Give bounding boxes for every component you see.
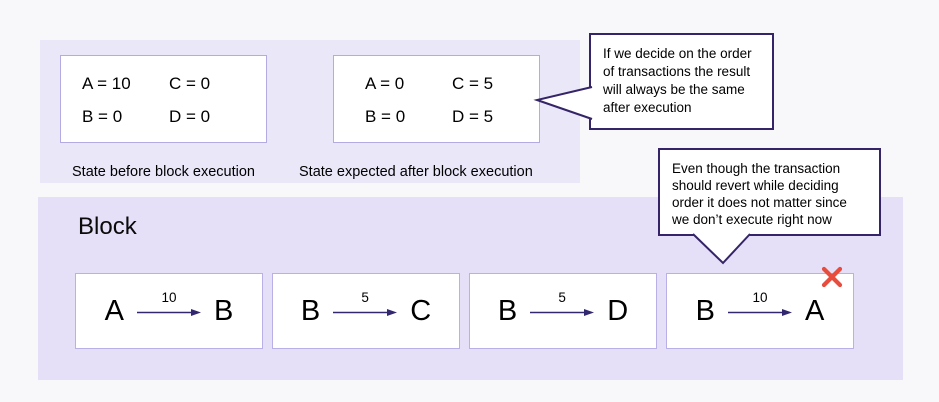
transfer-amount: 5	[361, 290, 369, 305]
callout-order-tail	[533, 86, 593, 120]
state-value: A = 0	[365, 74, 405, 93]
callout-revert-tail	[692, 233, 751, 265]
transfer-amount: 10	[752, 290, 768, 305]
transfer-arrow: 10	[728, 291, 792, 317]
right-arrow-icon	[728, 309, 792, 316]
rejected-x-icon	[821, 266, 843, 288]
callout-revert-text: should revert while deciding	[672, 178, 839, 193]
callout-revert-text: Even though the transaction	[672, 161, 841, 176]
callout-revert-text: we don’t execute right now	[672, 212, 832, 227]
account-to: C	[410, 294, 432, 327]
callout-order-text: after execution	[603, 100, 692, 115]
state-after-box: A = 0 C = 5 B = 0 D = 5	[333, 55, 540, 143]
transaction-box-2: B 5 C	[272, 273, 460, 349]
callout-order-text: of transactions the result	[603, 64, 751, 79]
account-from: B	[695, 294, 715, 327]
transaction-box-3: B 5 D	[469, 273, 657, 349]
block-title: Block	[78, 213, 137, 240]
state-value: B = 0	[82, 107, 123, 126]
callout-revert-text: order it does not matter since	[672, 195, 847, 210]
account-to: A	[805, 294, 825, 327]
account-to: B	[214, 294, 234, 327]
state-value: C = 5	[452, 74, 494, 93]
right-arrow-icon	[137, 309, 201, 316]
transaction-box-1: A 10 B	[75, 273, 263, 349]
state-value: D = 0	[169, 107, 211, 126]
account-to: D	[607, 294, 629, 327]
callout-revert: Even though the transaction should rever…	[658, 148, 881, 236]
state-before-label: State before block execution	[72, 164, 255, 180]
callout-order-text: will always be the same	[603, 82, 745, 97]
state-value: D = 5	[452, 107, 494, 126]
callout-order: If we decide on the order of transaction…	[589, 33, 774, 130]
state-value: C = 0	[169, 74, 211, 93]
state-before-box: A = 10 C = 0 B = 0 D = 0	[60, 55, 267, 143]
right-arrow-icon	[530, 309, 595, 316]
account-from: B	[300, 294, 321, 327]
transfer-arrow: 5	[530, 290, 595, 317]
callout-order-text: If we decide on the order	[603, 46, 752, 61]
transfer-arrow: 10	[137, 291, 201, 317]
account-from: B	[497, 294, 518, 327]
account-from: A	[104, 294, 124, 327]
transfer-amount: 5	[558, 290, 566, 305]
state-value: B = 0	[365, 107, 406, 126]
state-value: A = 10	[82, 74, 131, 93]
transfer-amount: 10	[161, 290, 177, 305]
transfer-arrow: 5	[333, 290, 398, 317]
state-after-label: State expected after block execution	[299, 164, 533, 180]
right-arrow-icon	[333, 309, 398, 316]
